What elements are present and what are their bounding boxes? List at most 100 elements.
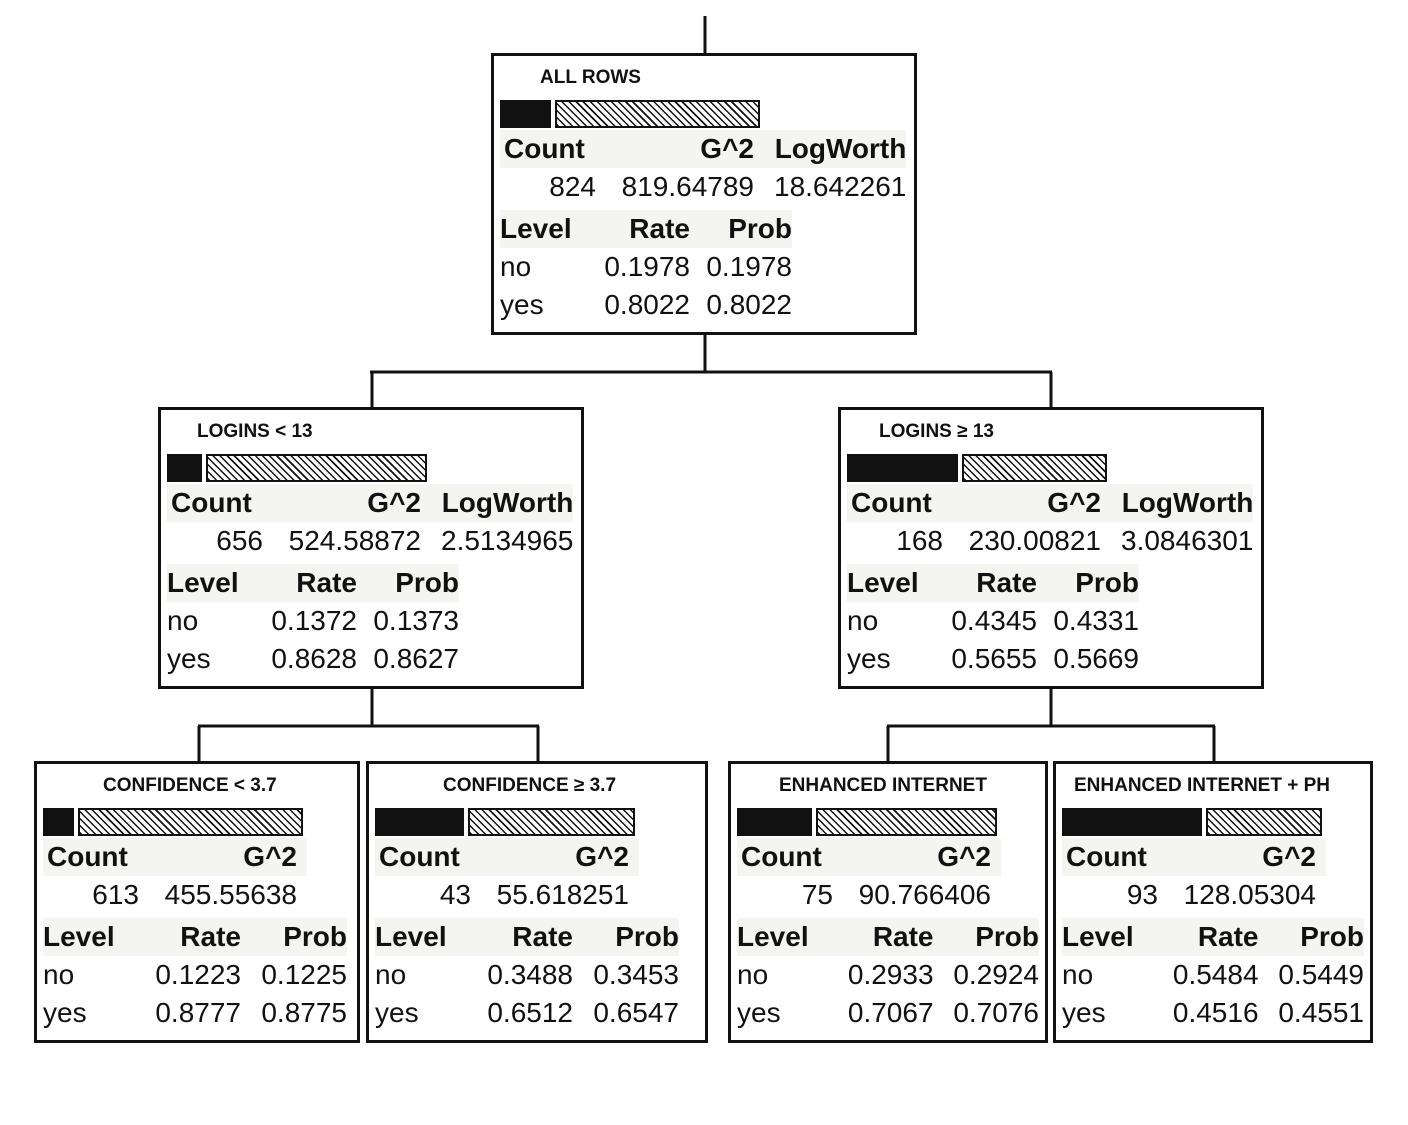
- node-enhanced-internet[interactable]: ENHANCED INTERNET Count G^2 75 90.766406…: [728, 761, 1048, 1043]
- level-table: Level Rate Prob no 0.1372 0.1373 yes 0.8…: [167, 564, 459, 678]
- level-prob: 0.8627: [373, 643, 459, 674]
- node-logins-lt-13[interactable]: LOGINS < 13 Count G^2 LogWorth 656 524.5…: [158, 407, 584, 689]
- level-rate: 0.8022: [604, 289, 690, 320]
- level-prob: 0.6547: [593, 997, 679, 1028]
- rate-bar-yes-segment: [816, 808, 997, 836]
- node-enhanced-internet-ph[interactable]: ENHANCED INTERNET + PH Count G^2 93 128.…: [1053, 761, 1373, 1043]
- g2-header: G^2: [273, 484, 431, 522]
- level-header: Level: [847, 564, 937, 602]
- level-name: no: [43, 959, 75, 990]
- count-header: Count: [375, 838, 481, 876]
- rate-bar: [375, 808, 699, 836]
- g2-value: 55.618251: [496, 879, 629, 910]
- rate-bar-no-segment: [1062, 808, 1202, 836]
- level-table: Level Rate Prob no 0.4345 0.4331 yes 0.5…: [847, 564, 1139, 678]
- rate-header: Rate: [834, 918, 944, 956]
- prob-header: Prob: [943, 918, 1039, 956]
- rate-bar: [43, 808, 351, 836]
- level-name: no: [1062, 959, 1094, 990]
- level-row: no 0.5484 0.5449: [1062, 956, 1364, 994]
- level-name: no: [737, 959, 769, 990]
- g2-header: G^2: [149, 838, 307, 876]
- level-table: Level Rate Prob no 0.3488 0.3453 yes 0.6…: [375, 918, 679, 1032]
- split-stats-table: Count G^2 LogWorth 168 230.00821 3.08463…: [847, 484, 1254, 560]
- rate-header: Rate: [141, 918, 251, 956]
- level-prob: 0.7076: [953, 997, 1039, 1028]
- count-value: 75: [801, 879, 833, 910]
- rate-header: Rate: [590, 210, 700, 248]
- level-name: yes: [167, 643, 211, 674]
- rate-bar-yes-segment: [206, 454, 427, 482]
- node-title: LOGINS ≥ 13: [879, 421, 994, 442]
- level-rate: 0.1223: [155, 959, 241, 990]
- logworth-header: LogWorth: [764, 130, 907, 168]
- level-prob: 0.5449: [1278, 959, 1364, 990]
- rate-bar: [737, 808, 1039, 836]
- level-name: yes: [375, 997, 419, 1028]
- rate-bar: [1062, 808, 1364, 836]
- level-row: yes 0.8022 0.8022: [500, 286, 792, 324]
- level-prob: 0.4331: [1053, 605, 1139, 636]
- count-header: Count: [737, 838, 843, 876]
- prob-header: Prob: [367, 564, 459, 602]
- rate-header: Rate: [473, 918, 583, 956]
- level-header: Level: [500, 210, 590, 248]
- count-header: Count: [1062, 838, 1168, 876]
- node-confidence-ge-3-7[interactable]: CONFIDENCE ≥ 3.7 Count G^2 43 55.618251 …: [366, 761, 708, 1043]
- level-rate: 0.8777: [155, 997, 241, 1028]
- prob-header: Prob: [1268, 918, 1364, 956]
- level-prob: 0.4551: [1278, 997, 1364, 1028]
- node-confidence-lt-3-7[interactable]: CONFIDENCE < 3.7 Count G^2 613 455.55638…: [34, 761, 360, 1043]
- node-title: ENHANCED INTERNET + PH: [1074, 775, 1330, 796]
- level-row: no 0.1223 0.1225: [43, 956, 347, 994]
- rate-bar-no-segment: [500, 100, 551, 128]
- rate-bar-yes-segment: [468, 808, 635, 836]
- logworth-value: 18.642261: [774, 171, 907, 202]
- count-header: Count: [43, 838, 149, 876]
- level-row: yes 0.4516 0.4551: [1062, 994, 1364, 1032]
- level-table: Level Rate Prob no 0.5484 0.5449 yes 0.4…: [1062, 918, 1364, 1032]
- rate-bar-yes-segment: [555, 100, 760, 128]
- level-row: no 0.4345 0.4331: [847, 602, 1139, 640]
- level-row: yes 0.7067 0.7076: [737, 994, 1039, 1032]
- g2-header: G^2: [953, 484, 1111, 522]
- level-prob: 0.3453: [593, 959, 679, 990]
- level-rate: 0.5655: [951, 643, 1037, 674]
- level-name: no: [167, 605, 199, 636]
- level-table: Level Rate Prob no 0.1978 0.1978 yes 0.8…: [500, 210, 792, 324]
- level-name: yes: [737, 997, 781, 1028]
- g2-value: 90.766406: [858, 879, 991, 910]
- level-rate: 0.1978: [604, 251, 690, 282]
- level-rate: 0.7067: [847, 997, 934, 1028]
- count-header: Count: [847, 484, 953, 522]
- prob-header: Prob: [700, 210, 792, 248]
- level-header: Level: [43, 918, 141, 956]
- rate-bar: [500, 100, 908, 128]
- count-value: 93: [1126, 879, 1158, 910]
- g2-value: 819.64789: [621, 171, 754, 202]
- node-title: CONFIDENCE < 3.7: [103, 775, 277, 796]
- level-prob: 0.8022: [706, 289, 792, 320]
- level-rate: 0.4516: [1172, 997, 1259, 1028]
- g2-header: G^2: [1168, 838, 1326, 876]
- level-name: yes: [847, 643, 891, 674]
- node-logins-ge-13[interactable]: LOGINS ≥ 13 Count G^2 LogWorth 168 230.0…: [838, 407, 1264, 689]
- logworth-header: LogWorth: [431, 484, 574, 522]
- level-rate: 0.3488: [487, 959, 573, 990]
- level-table: Level Rate Prob no 0.2933 0.2924 yes 0.7…: [737, 918, 1039, 1032]
- g2-value: 524.58872: [288, 525, 421, 556]
- node-all-rows[interactable]: ALL ROWS Count G^2 LogWorth 824 819.6478…: [491, 53, 917, 335]
- level-rate: 0.1372: [271, 605, 357, 636]
- rate-header: Rate: [1159, 918, 1269, 956]
- level-prob: 0.8775: [261, 997, 347, 1028]
- level-row: yes 0.8777 0.8775: [43, 994, 347, 1032]
- level-row: no 0.1978 0.1978: [500, 248, 792, 286]
- rate-bar-no-segment: [737, 808, 812, 836]
- level-rate: 0.8628: [271, 643, 357, 674]
- level-header: Level: [167, 564, 257, 602]
- level-prob: 0.1978: [706, 251, 792, 282]
- rate-bar-no-segment: [847, 454, 958, 482]
- rate-bar: [167, 454, 575, 482]
- level-name: no: [375, 959, 407, 990]
- level-name: no: [847, 605, 879, 636]
